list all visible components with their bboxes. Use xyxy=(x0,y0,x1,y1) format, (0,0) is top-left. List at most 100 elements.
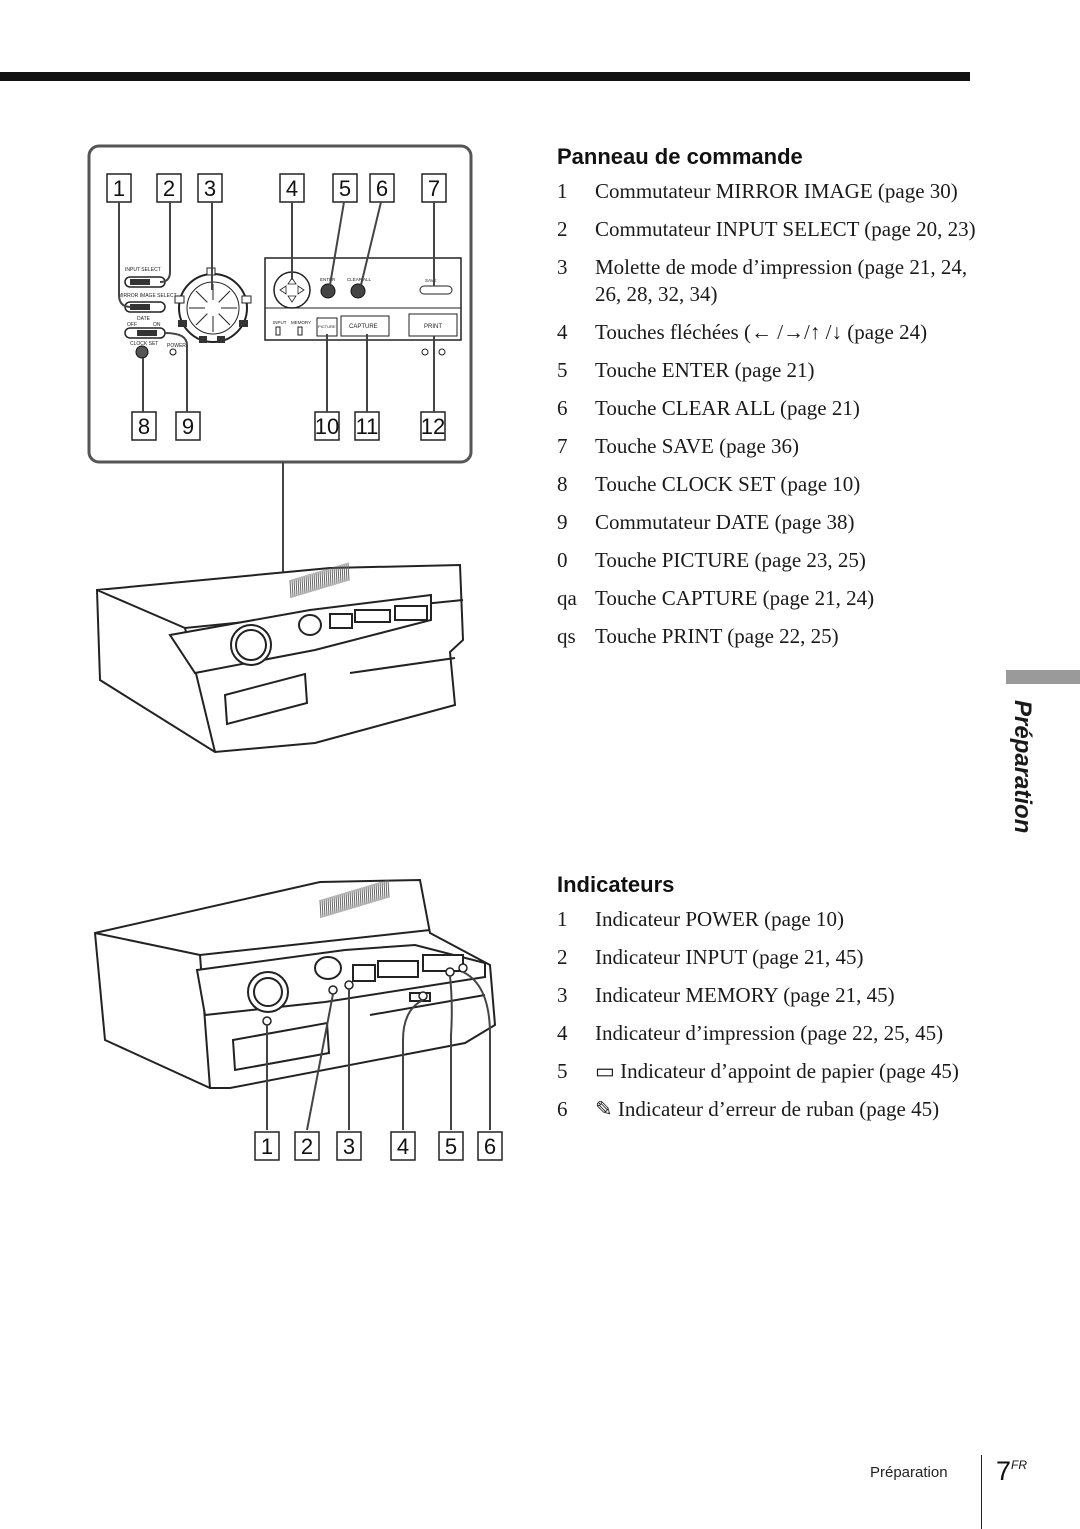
callout-number: 12 xyxy=(421,414,445,439)
label-off: OFF xyxy=(127,322,137,328)
printer-illustration-bottom xyxy=(93,878,497,1089)
label-save: SAVE xyxy=(425,278,437,283)
indicators-list: 1 Indicateur POWER (page 10) 2 Indicateur I… xyxy=(557,906,977,1134)
list-item-text: Touches fléchées (← /→/↑ /↓ (page 24) xyxy=(595,320,928,344)
label-enter: ENTER xyxy=(320,277,336,282)
list-item-number: 2 xyxy=(557,945,568,969)
list-item-text: Touche CLEAR ALL (page 21) xyxy=(595,396,860,420)
list-item: 1 Commutateur MIRROR IMAGE (page 30) xyxy=(557,178,977,205)
label-on: ON xyxy=(153,322,161,328)
list-item-number: 2 xyxy=(557,217,568,241)
label-power: POWER xyxy=(167,343,186,349)
list-item-number: 6 xyxy=(557,1097,568,1121)
list-item-text: Touche PRINT (page 22, 25) xyxy=(595,624,839,648)
footer-rule xyxy=(981,1455,982,1529)
top-rule xyxy=(0,72,970,81)
list-item-text: Touche CAPTURE (page 21, 24) xyxy=(595,586,875,610)
callout-number: 6 xyxy=(376,176,388,201)
label-mirror-image-select: MIRROR IMAGE SELECT xyxy=(118,293,177,299)
list-item-text: Indicateur d’impression (page 22, 25, 45… xyxy=(595,1021,944,1045)
label-input: INPUT xyxy=(273,320,287,325)
list-item-number: 3 xyxy=(557,255,568,279)
list-item-text: Commutateur MIRROR IMAGE (page 30) xyxy=(595,179,958,203)
list-item-text: ✎ Indicateur d’erreur de ruban (page 45) xyxy=(595,1097,940,1121)
list-item-number: 7 xyxy=(557,434,568,458)
callout-number: 5 xyxy=(339,176,351,201)
label-input-select: INPUT SELECT xyxy=(125,267,161,273)
list-item-number: qa xyxy=(557,586,577,610)
callout-number: 3 xyxy=(343,1134,355,1159)
list-item: 6 Touche CLEAR ALL (page 21) xyxy=(557,395,977,422)
callout-number: 2 xyxy=(301,1134,313,1159)
list-item-text: Commutateur INPUT SELECT (page 20, 23) xyxy=(595,217,976,241)
callout-number: 1 xyxy=(113,176,125,201)
label-capture: CAPTURE xyxy=(349,324,378,330)
callout-box xyxy=(294,1131,320,1161)
callout-number: 6 xyxy=(484,1134,496,1159)
list-item: qa Touche CAPTURE (page 21, 24) xyxy=(557,585,977,612)
list-item-text: Touche PICTURE (page 23, 25) xyxy=(595,548,866,572)
list-item: 5 ▭ Indicateur d’appoint de papier (page … xyxy=(557,1058,977,1085)
list-item: 2 Indicateur INPUT (page 21, 45) xyxy=(557,944,977,971)
section-tab-label-wrap: Préparation xyxy=(1008,700,1048,840)
list-item-number: 3 xyxy=(557,983,568,1007)
list-item-text: Touche ENTER (page 21) xyxy=(595,358,815,382)
list-item-number: 6 xyxy=(557,396,568,420)
callout-box xyxy=(106,173,132,203)
callout-number: 2 xyxy=(163,176,175,201)
list-item-text: ▭ Indicateur d’appoint de papier (page 4… xyxy=(595,1059,959,1083)
list-item-number: 5 xyxy=(557,1059,568,1083)
page-lang: FR xyxy=(1011,1458,1028,1472)
callout-box xyxy=(197,173,223,203)
callout-box xyxy=(477,1131,503,1161)
clock-set-button xyxy=(135,345,149,359)
list-item-text: Molette de mode d’impression (page 21, 2… xyxy=(595,255,968,306)
list-item-text: Touche CLOCK SET (page 10) xyxy=(595,472,861,496)
callout-number: 8 xyxy=(138,414,150,439)
list-item: 2 Commutateur INPUT SELECT (page 20, 23) xyxy=(557,216,977,243)
clear-all-button xyxy=(350,283,366,299)
list-item: 3 Molette de mode d’impression (page 21, … xyxy=(557,254,977,308)
callout-box xyxy=(332,173,358,203)
label-print: PRINT xyxy=(424,324,442,330)
callout-box xyxy=(421,173,447,203)
list-item-text: Indicateur MEMORY (page 21, 45) xyxy=(595,983,895,1007)
callout-number: 5 xyxy=(445,1134,457,1159)
callout-number: 3 xyxy=(204,176,216,201)
list-item-text: Indicateur POWER (page 10) xyxy=(595,907,844,931)
footer-section: Préparation xyxy=(870,1464,948,1481)
section-tab-marker xyxy=(1006,670,1080,684)
label-picture: PICTURE xyxy=(318,324,336,329)
label-clear-all: CLEAR ALL xyxy=(347,277,372,282)
callout-number: 7 xyxy=(428,176,440,201)
callout-box xyxy=(175,411,201,441)
callout-number: 11 xyxy=(356,414,379,439)
list-item-number: 1 xyxy=(557,179,568,203)
list-item-number: 9 xyxy=(557,510,568,534)
capture-button xyxy=(340,315,390,337)
callout-number: 1 xyxy=(261,1134,273,1159)
callout-box xyxy=(420,411,446,441)
page-number: 7FR xyxy=(996,1456,1027,1487)
printer-illustration-top xyxy=(95,563,465,754)
list-item-number: 1 xyxy=(557,907,568,931)
label-date: DATE xyxy=(137,316,151,322)
section-tab-label: Préparation xyxy=(1009,700,1036,834)
list-item: 1 Indicateur POWER (page 10) xyxy=(557,906,977,933)
callout-box xyxy=(254,1131,280,1161)
callout-box xyxy=(390,1131,416,1161)
list-item: 3 Indicateur MEMORY (page 21, 45) xyxy=(557,982,977,1009)
callout-box xyxy=(336,1131,362,1161)
enter-button xyxy=(320,283,336,299)
callout-number: 9 xyxy=(182,414,194,439)
list-item-text: Indicateur INPUT (page 21, 45) xyxy=(595,945,864,969)
